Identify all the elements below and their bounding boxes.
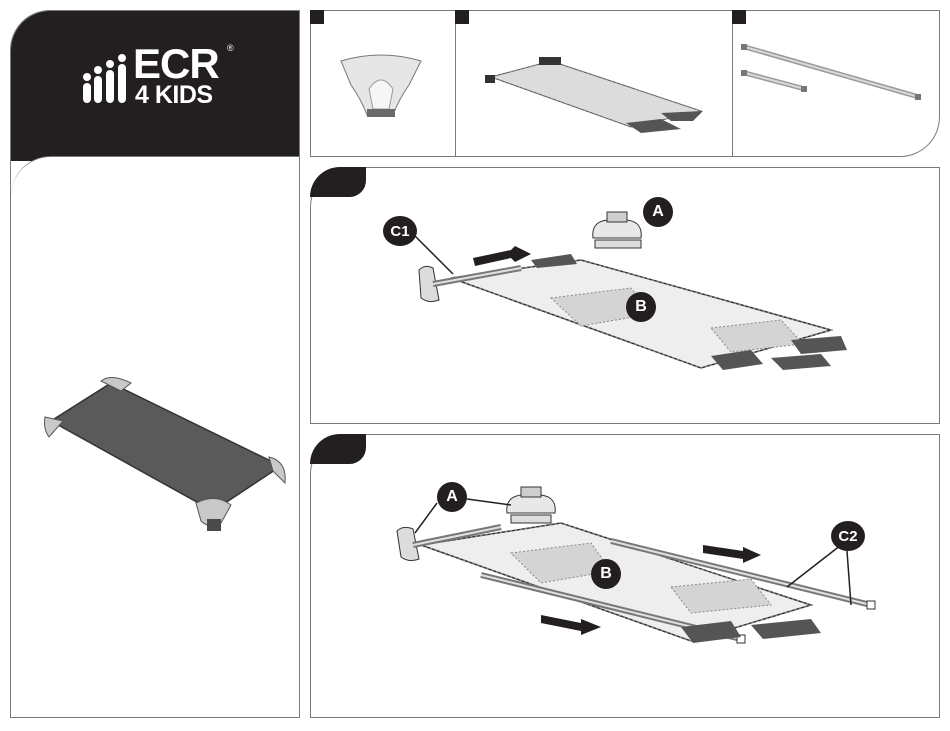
step2-panel: A B C2 xyxy=(310,434,940,718)
part-tab-3 xyxy=(732,10,746,24)
part-tab-1 xyxy=(310,10,324,24)
callout-c1-leader xyxy=(411,232,471,282)
corner-foot-illustration xyxy=(341,55,421,125)
poles-illustration xyxy=(739,41,929,111)
registered-mark: ® xyxy=(227,43,234,53)
brand-logo: ECR ® 4 KIDS xyxy=(81,43,241,113)
part-tab-2 xyxy=(455,10,469,24)
brand-subname: 4 KIDS xyxy=(135,81,213,109)
part-divider-2 xyxy=(732,11,733,156)
step1-tab xyxy=(310,167,366,197)
brand-name: ECR xyxy=(133,43,219,85)
header-curve xyxy=(11,156,300,216)
callout-leaders-step2 xyxy=(311,435,911,695)
cot-fabric-illustration xyxy=(481,55,711,145)
callout-b-step1: B xyxy=(626,292,656,322)
part-divider-1 xyxy=(455,11,456,156)
assembled-cot-illustration xyxy=(41,371,291,551)
callout-a-step1: A xyxy=(643,197,673,227)
step1-panel: A B C1 xyxy=(310,167,940,424)
logo-mark-icon xyxy=(81,51,141,111)
parts-panel xyxy=(310,10,940,157)
sidebar-panel: ECR ® 4 KIDS xyxy=(10,10,300,718)
